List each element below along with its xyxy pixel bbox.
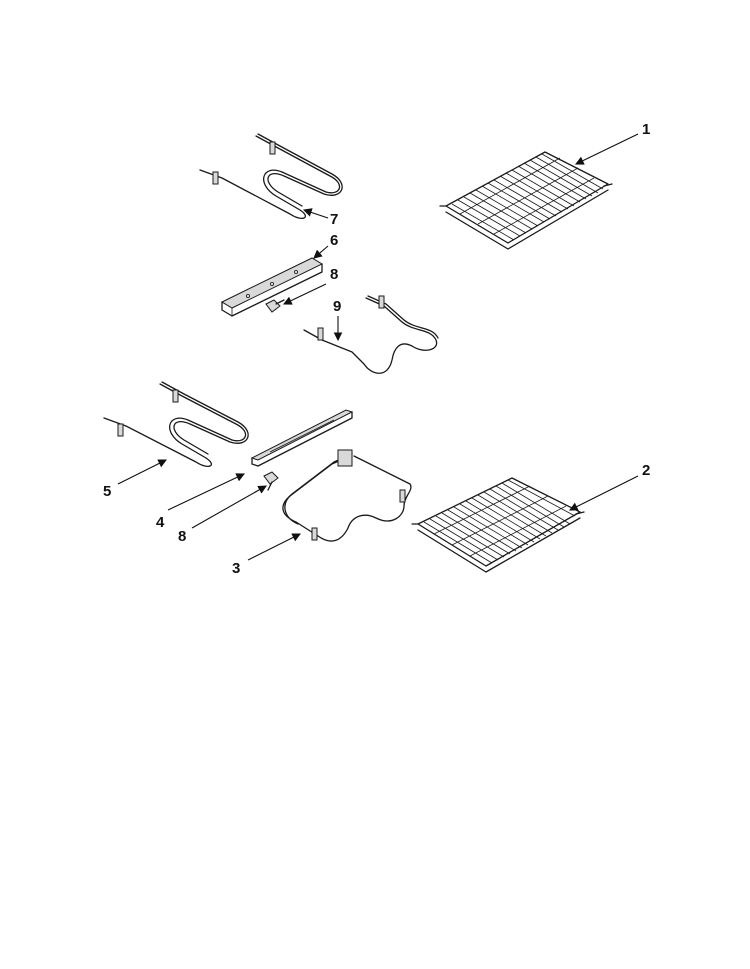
oven-rack-upper [439, 151, 613, 250]
callout-labels: 1 2 3 4 5 6 7 8 8 9 [103, 121, 650, 577]
leader-4 [167, 473, 245, 511]
callout-6: 6 [330, 232, 338, 249]
bake-element-upper [303, 295, 439, 374]
callout-7: 7 [330, 211, 338, 228]
callout-3: 3 [232, 560, 240, 577]
leader-lines [117, 133, 639, 561]
element-bracket-upper [220, 257, 324, 317]
callout-9: 9 [333, 298, 341, 315]
callout-1: 1 [642, 121, 650, 138]
broil-element-upper [199, 133, 343, 220]
leader-8-upper [283, 283, 327, 305]
leader-3 [247, 533, 301, 561]
broil-element-lower [103, 381, 249, 468]
leader-1 [575, 133, 639, 165]
leader-6 [313, 245, 329, 259]
callout-5: 5 [103, 483, 111, 500]
element-bracket [250, 409, 354, 467]
bake-element [282, 449, 412, 542]
callout-4: 4 [156, 514, 165, 531]
oven-rack-lower [411, 477, 585, 573]
leader-5 [117, 459, 167, 485]
screw-upper [265, 299, 285, 313]
callout-8-lower: 8 [178, 528, 186, 545]
leader-2 [569, 475, 639, 511]
screw-lower [263, 471, 279, 491]
callout-8-upper: 8 [330, 266, 338, 283]
leader-8-lower [191, 485, 267, 529]
callout-2: 2 [642, 462, 650, 479]
leader-7 [302, 208, 329, 219]
